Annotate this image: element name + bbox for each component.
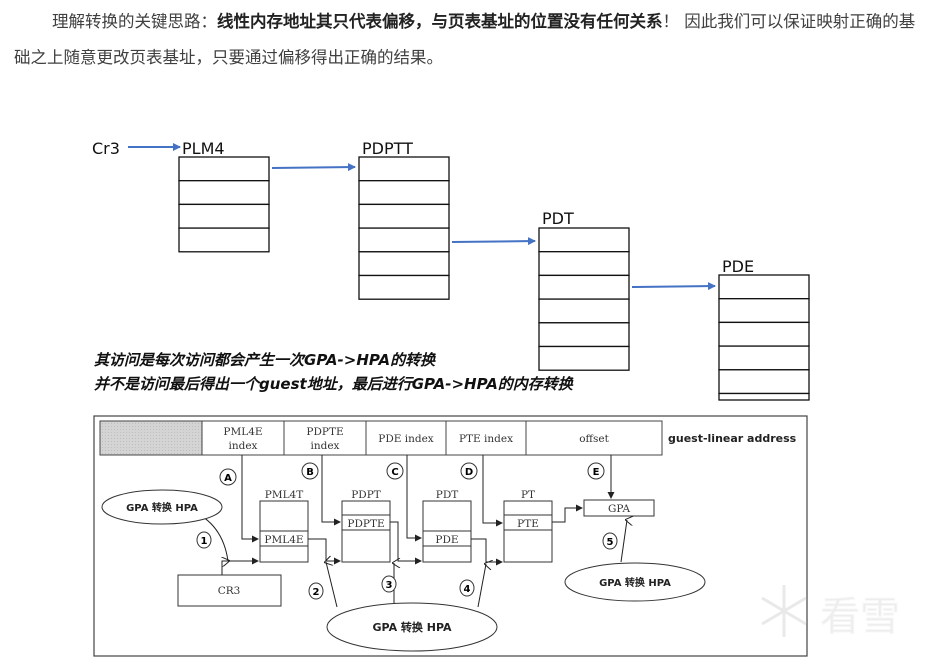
svg-text:GPA 转换 HPA: GPA 转换 HPA — [126, 501, 198, 514]
address-field-pdpte — [283, 420, 367, 456]
pml4e-entry: PML4E — [264, 534, 303, 546]
pdpt-title: PDPT — [351, 489, 381, 501]
gpa-hpa-ellipse-right: GPA 转换 HPA — [564, 562, 706, 602]
table-pdt — [538, 227, 630, 371]
watermark-text: 看雪 — [820, 594, 900, 640]
lead-text: 理解转换的关键思路： — [52, 12, 217, 31]
table-pde — [718, 274, 810, 401]
intro-paragraph: 理解转换的关键思路：线性内存地址其只代表偏移，与页表基址的位置没有任何关系！ 因… — [14, 4, 919, 76]
address-field-reserved — [99, 420, 203, 456]
table-pml4t: PML4T PML4E — [259, 489, 309, 563]
pdt-title: PDT — [436, 489, 459, 501]
note-line-1: 其访问是每次访问都会产生一次GPA->HPA的转换 — [94, 351, 436, 369]
marker-e: E — [593, 467, 600, 478]
step-markers: 1 2 3 4 5 — [196, 531, 618, 600]
pt-title: PT — [521, 489, 535, 501]
address-field-pde — [365, 420, 447, 456]
table-row — [718, 392, 810, 401]
cr3-box-label: CR3 — [218, 585, 241, 597]
arrow-plm4-to-pdptt — [271, 163, 356, 172]
pml4t-title: PML4T — [265, 489, 303, 501]
table-row — [538, 345, 630, 371]
gpa-hpa-ellipse-top: GPA 转换 HPA — [101, 489, 223, 525]
arrow-pdptt-to-pdt — [451, 237, 536, 246]
watermark: 看雪 — [761, 585, 901, 641]
table-pt: PT PTE — [503, 489, 553, 563]
step-3: 3 — [386, 580, 393, 591]
svg-text:GPA 转换 HPA: GPA 转换 HPA — [599, 576, 671, 589]
arrow-pdt-to-pde — [631, 282, 716, 291]
table-title-pde: PDE — [722, 257, 754, 276]
pdpte-label-2: index — [311, 440, 340, 452]
pml4e-label-1: PML4E — [223, 426, 262, 438]
table-title-pdptt: PDPTT — [362, 139, 413, 158]
pml4e-label-2: index — [229, 440, 258, 452]
cr3-box — [177, 574, 282, 607]
offset-label: offset — [579, 433, 609, 445]
table-pdpt: PDPT PDPTE — [341, 489, 391, 563]
pte-index-label: PTE index — [459, 433, 513, 445]
top-diagram: Cr3 PLM4 PDPTT PDT PDE 其访问是每次访问都会产生一次GPA… — [92, 139, 810, 401]
pdpte-label-1: PDPTE — [306, 426, 343, 438]
table-pdt: PDT PDE — [422, 489, 472, 563]
table-row — [178, 227, 270, 253]
address-field-offset — [525, 420, 663, 456]
pde-entry: PDE — [435, 534, 458, 546]
letter-markers: A B C D E — [219, 462, 605, 486]
step-4: 4 — [464, 584, 471, 595]
step-2: 2 — [313, 587, 320, 598]
guest-linear-address-bar: PML4E index PDPTE index PDE index PTE in… — [99, 420, 797, 456]
marker-a: A — [224, 473, 232, 484]
gpa-hpa-ellipse-bottom: GPA 转换 HPA — [326, 602, 498, 652]
table-row — [358, 274, 450, 300]
note-line-2: 并不是访问最后得出一个guest地址，最后进行GPA->HPA的内存转换 — [94, 375, 574, 393]
snowflake-icon — [761, 585, 807, 637]
cr3-label: Cr3 — [92, 139, 120, 158]
table-title-pdt: PDT — [542, 209, 574, 228]
marker-d: D — [465, 467, 473, 478]
gpa-box — [583, 499, 655, 517]
pde-index-label: PDE index — [378, 433, 434, 445]
svg-text:GPA 转换 HPA: GPA 转换 HPA — [372, 620, 452, 634]
marker-b: B — [306, 467, 314, 478]
tail-text: ！ 因此我们可以保证映射正确的基础之上随意更改页表基址，只要通过偏移得出正确的结… — [14, 12, 916, 67]
gpa-label: GPA — [608, 503, 630, 515]
step-5: 5 — [607, 537, 614, 548]
guest-linear-address-label: guest-linear address — [668, 432, 797, 445]
emphasis-text: 线性内存地址其只代表偏移，与页表基址的位置没有任何关系 — [217, 12, 663, 31]
pte-entry: PTE — [517, 518, 539, 530]
table-plm4 — [178, 156, 270, 253]
marker-c: C — [391, 467, 398, 478]
step-1: 1 — [201, 536, 208, 547]
pdpte-entry: PDPTE — [347, 518, 384, 530]
address-field-pte — [445, 420, 527, 456]
table-title-plm4: PLM4 — [182, 139, 225, 158]
address-field-pml4e — [201, 420, 285, 456]
table-pdptt — [358, 156, 450, 300]
connector-arrows — [189, 455, 627, 608]
